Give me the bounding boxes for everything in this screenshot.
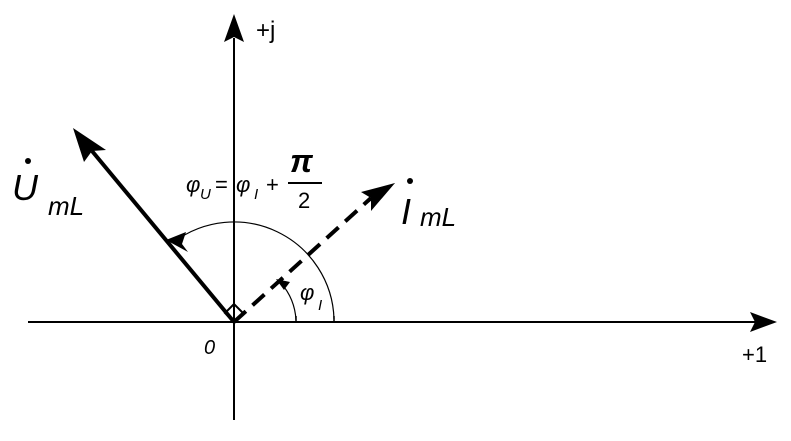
real-axis-label: +1 — [742, 342, 767, 367]
formula-plus: + — [266, 172, 279, 197]
real-axis-arrowhead — [750, 312, 777, 332]
voltage-phasor-label: U mL — [12, 158, 84, 221]
voltage-phasor — [90, 149, 236, 324]
formula-denominator: 2 — [298, 188, 310, 213]
formula-phi-u: φ — [186, 172, 200, 197]
current-arrowhead-fill — [361, 183, 395, 211]
current-symbol: I — [401, 191, 411, 232]
voltage-dot-accent — [25, 158, 31, 164]
imaginary-axis-label: +j — [256, 17, 275, 44]
voltage-subscript: mL — [48, 191, 84, 221]
current-phasor-label: I mL — [401, 178, 456, 232]
phase-relation-formula: φ U = φ I + π 2 — [186, 143, 322, 213]
phase-angle-arc-u — [173, 221, 335, 320]
formula-pi: π — [290, 143, 314, 179]
phase-angle-arc-u-end-tick — [328, 316, 340, 323]
formula-equals: = — [215, 172, 228, 197]
angle-phi: φ — [300, 280, 314, 305]
voltage-symbol: U — [12, 167, 39, 208]
current-subscript: mL — [420, 202, 456, 232]
phase-angle-arc-u-arrowhead — [166, 232, 188, 252]
formula-sub-i: I — [254, 186, 258, 203]
origin-label: 0 — [204, 337, 215, 359]
current-angle-label: φ I — [300, 280, 322, 314]
voltage-phasor-arrowhead — [73, 128, 106, 162]
phase-angle-arc-i-arrowhead — [276, 279, 290, 290]
phase-angle-arc-i-tick — [290, 316, 302, 323]
current-dot-accent — [407, 178, 413, 184]
current-phasor — [232, 196, 373, 324]
formula-sub-u: U — [200, 186, 211, 203]
imaginary-axis-arrowhead — [224, 14, 244, 42]
angle-sub: I — [318, 297, 322, 314]
formula-phi-i: φ — [236, 172, 250, 197]
